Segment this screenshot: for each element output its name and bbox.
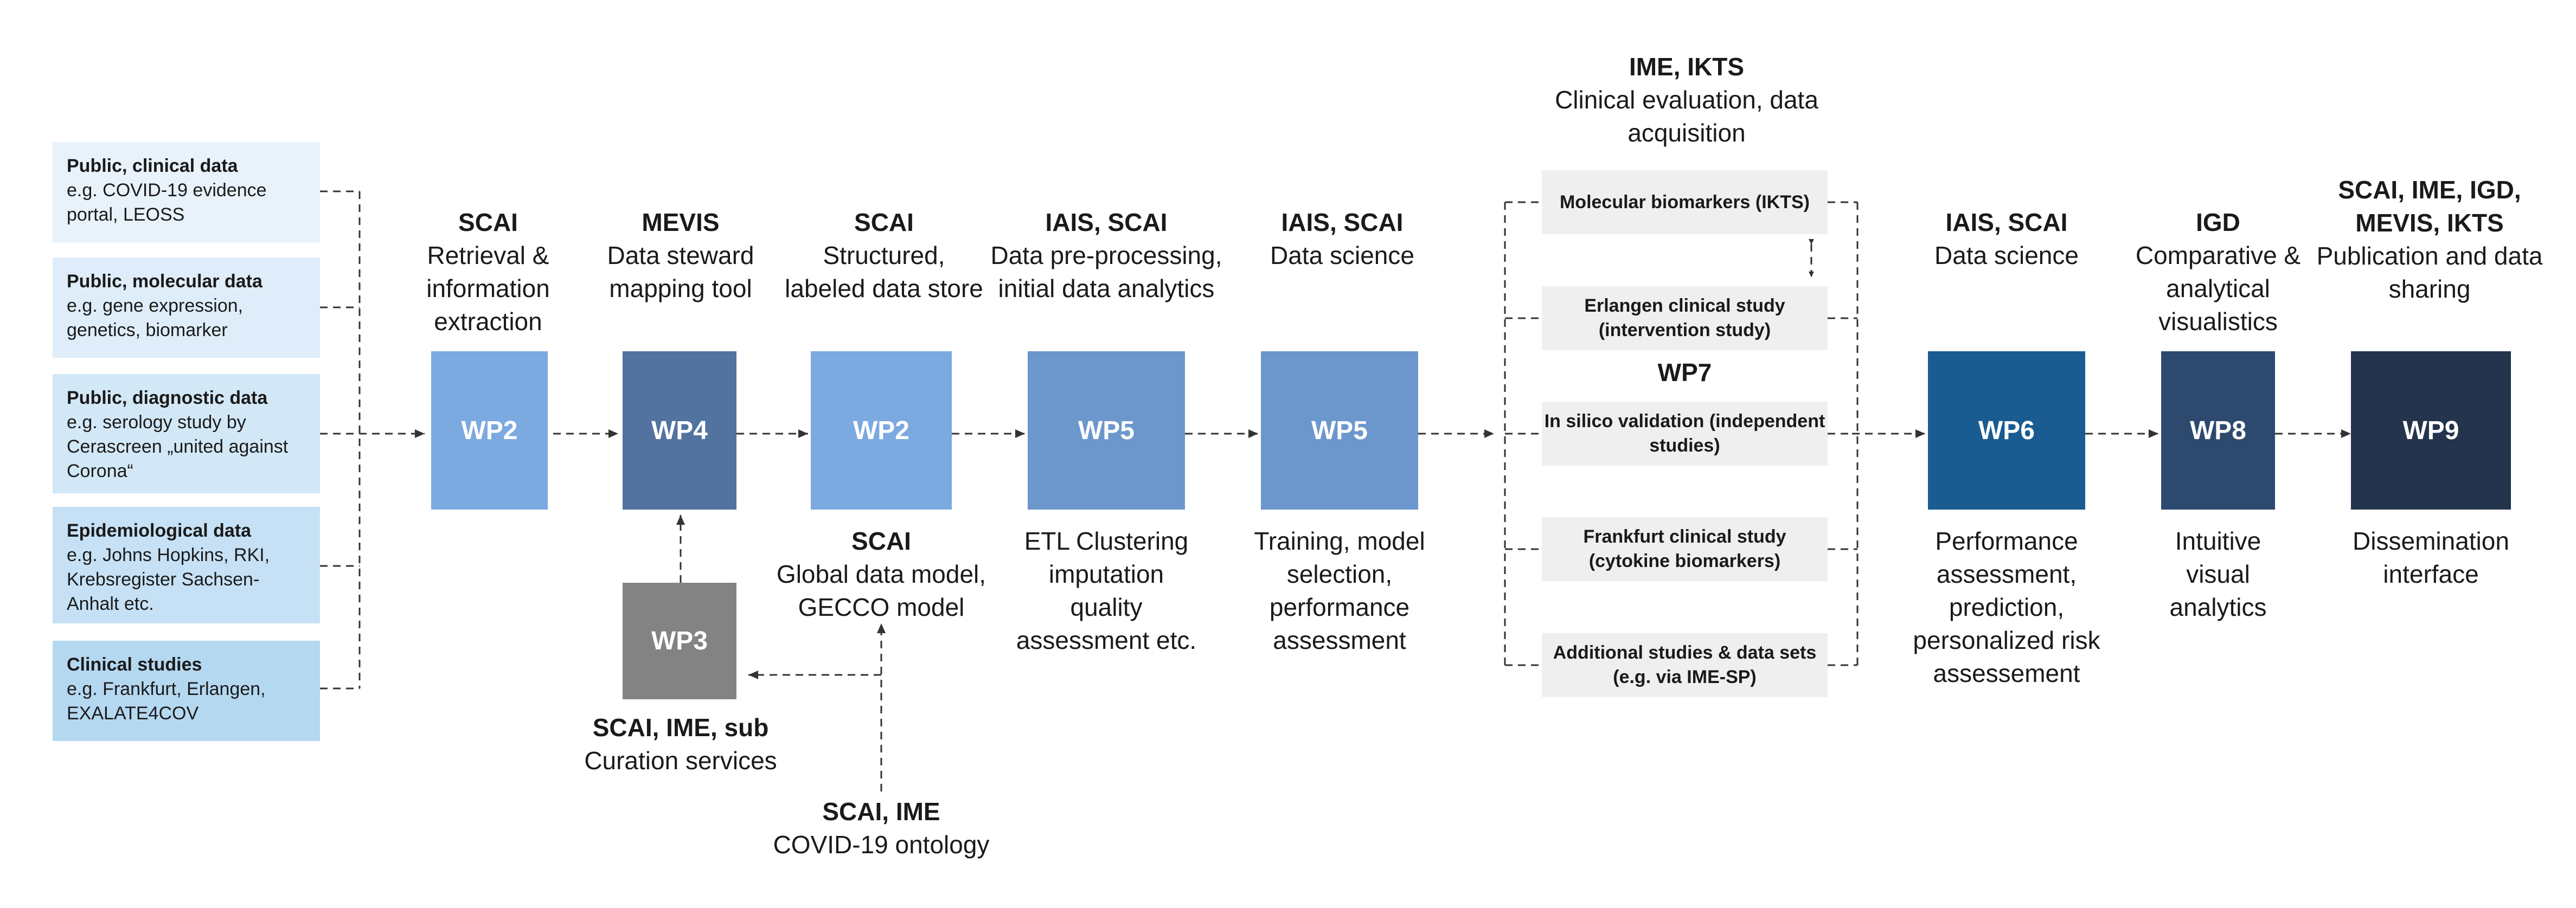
wp7-study-frankfurt[interactable]: Frankfurt clinical study (cytokine bioma… bbox=[1542, 517, 1828, 581]
source-public-clinical: Public, clinical data e.g. COVID-19 evid… bbox=[53, 142, 320, 242]
wp5a-org: IAIS, SCAI bbox=[1045, 208, 1168, 236]
wp4-org: MEVIS bbox=[642, 208, 720, 236]
source-public-diagnostic: Public, diagnostic data e.g. serology st… bbox=[53, 374, 320, 493]
wp7-label: WP7 bbox=[1657, 358, 1712, 387]
wp7-study-molecular-biomarkers[interactable]: Molecular biomarkers (IKTS) bbox=[1542, 170, 1828, 234]
wp6-bottom-label: Performance assessment, prediction, pers… bbox=[1904, 525, 2110, 690]
wp7-study-additional[interactable]: Additional studies & data sets (e.g. via… bbox=[1542, 633, 1828, 697]
source-title: Clinical studies bbox=[67, 654, 202, 675]
wp7-desc: Clinical evaluation, data acquisition bbox=[1555, 86, 1818, 147]
wp7-study-erlangen[interactable]: Erlangen clinical study (intervention st… bbox=[1542, 286, 1828, 350]
wp2b-bottom-desc: Global data model, GECCO model bbox=[776, 560, 986, 621]
wp6-desc: Data science bbox=[1934, 241, 2079, 269]
source-title: Public, molecular data bbox=[67, 271, 262, 292]
wp2a-top-label: SCAI Retrieval & information extraction bbox=[380, 206, 597, 338]
wp2a-desc: Retrieval & information extraction bbox=[426, 241, 550, 336]
wp9-org: SCAI, IME, IGD, MEVIS, IKTS bbox=[2338, 176, 2521, 237]
wp3-desc: Curation services bbox=[584, 746, 777, 775]
wp8-desc: Comparative & analytical visualistics bbox=[2135, 241, 2301, 336]
study-label: In silico validation (independent studie… bbox=[1544, 411, 1825, 456]
wp5a-box[interactable]: WP5 bbox=[1028, 351, 1185, 510]
source-title: Public, diagnostic data bbox=[67, 388, 268, 408]
wp2b-desc: Structured, labeled data store bbox=[785, 241, 983, 302]
source-clinical-studies: Clinical studies e.g. Frankfurt, Erlange… bbox=[53, 641, 320, 741]
wp3-label: WP3 bbox=[651, 627, 708, 655]
source-title: Public, clinical data bbox=[67, 156, 238, 176]
wp9-label: WP9 bbox=[2402, 416, 2459, 445]
wp5b-top-label: IAIS, SCAI Data science bbox=[1236, 206, 1448, 272]
wp8-org: IGD bbox=[2196, 208, 2240, 236]
wp4-label: WP4 bbox=[651, 416, 708, 445]
source-detail: e.g. COVID-19 evidence portal, LEOSS bbox=[67, 180, 267, 225]
ontology-org: SCAI, IME bbox=[822, 797, 940, 826]
ontology-label: SCAI, IME COVID-19 ontology bbox=[748, 795, 1014, 861]
wp9-top-label: SCAI, IME, IGD, MEVIS, IKTS Publication … bbox=[2313, 173, 2546, 306]
wp4-box[interactable]: WP4 bbox=[623, 351, 736, 510]
wp5b-bottom-label: Training, model selection, performance a… bbox=[1228, 525, 1451, 657]
source-epidemiological: Epidemiological data e.g. Johns Hopkins,… bbox=[53, 507, 320, 623]
wp2b-bottom-label: SCAI Global data model, GECCO model bbox=[748, 525, 1014, 624]
wp5a-desc: Data pre-processing, initial data analyt… bbox=[990, 241, 1222, 302]
wp6-box[interactable]: WP6 bbox=[1928, 351, 2085, 510]
study-label: Frankfurt clinical study (cytokine bioma… bbox=[1583, 526, 1786, 571]
wp6-bottom-desc: Performance assessment, prediction, pers… bbox=[1913, 527, 2100, 687]
wp5b-bottom-desc: Training, model selection, performance a… bbox=[1254, 527, 1425, 654]
wp9-bottom-label: Dissemination interface bbox=[2337, 525, 2524, 591]
wp8-top-label: IGD Comparative & analytical visualistic… bbox=[2115, 206, 2321, 338]
wp3-bottom-label: SCAI, IME, sub Curation services bbox=[559, 711, 803, 777]
wp4-desc: Data steward mapping tool bbox=[607, 241, 754, 302]
source-detail: e.g. serology study by Cerascreen „unite… bbox=[67, 412, 289, 481]
wp6-top-label: IAIS, SCAI Data science bbox=[1898, 206, 2115, 272]
wp9-box[interactable]: WP9 bbox=[2351, 351, 2511, 510]
wp5a-top-label: IAIS, SCAI Data pre-processing, initial … bbox=[971, 206, 1242, 305]
wp6-label: WP6 bbox=[1978, 416, 2035, 445]
wp5b-org: IAIS, SCAI bbox=[1281, 208, 1404, 236]
ontology-desc: COVID-19 ontology bbox=[773, 830, 990, 859]
wp5b-box[interactable]: WP5 bbox=[1261, 351, 1418, 510]
study-label: Additional studies & data sets (e.g. via… bbox=[1553, 642, 1817, 687]
wp9-bottom-desc: Dissemination interface bbox=[2353, 527, 2509, 588]
wp5b-label: WP5 bbox=[1311, 416, 1368, 445]
source-title: Epidemiological data bbox=[67, 520, 252, 541]
wp7-top-label: IME, IKTS Clinical evaluation, data acqu… bbox=[1535, 50, 1838, 150]
wp2a-box[interactable]: WP2 bbox=[431, 351, 548, 510]
wp2a-label: WP2 bbox=[461, 416, 518, 445]
wp5a-bottom-label: ETL Clustering imputation quality assess… bbox=[1014, 525, 1199, 657]
wp2b-top-label: SCAI Structured, labeled data store bbox=[784, 206, 984, 305]
wp2b-box[interactable]: WP2 bbox=[811, 351, 952, 510]
study-label: Erlangen clinical study (intervention st… bbox=[1584, 295, 1785, 340]
wp6-org: IAIS, SCAI bbox=[1945, 208, 2068, 236]
wp2b-bottom-org: SCAI bbox=[851, 527, 911, 555]
wp8-label: WP8 bbox=[2189, 416, 2246, 445]
source-detail: e.g. Frankfurt, Erlangen, EXALATE4COV bbox=[67, 679, 266, 724]
wp7-org: IME, IKTS bbox=[1629, 53, 1745, 81]
wp2a-org: SCAI bbox=[458, 208, 518, 236]
wp2b-label: WP2 bbox=[853, 416, 909, 445]
wp5a-bottom-desc: ETL Clustering imputation quality assess… bbox=[1016, 527, 1197, 654]
wp9-desc: Publication and data sharing bbox=[2316, 242, 2543, 303]
wp3-org: SCAI, IME, sub bbox=[592, 713, 769, 742]
source-public-molecular: Public, molecular data e.g. gene express… bbox=[53, 257, 320, 358]
wp8-bottom-label: Intuitive visual analytics bbox=[2150, 525, 2286, 624]
wp2b-org: SCAI bbox=[854, 208, 914, 236]
wp5a-label: WP5 bbox=[1078, 416, 1135, 445]
study-label: Molecular biomarkers (IKTS) bbox=[1559, 191, 1810, 212]
source-detail: e.g. gene expression, genetics, biomarke… bbox=[67, 295, 243, 340]
wp4-top-label: MEVIS Data steward mapping tool bbox=[575, 206, 786, 305]
wp7-study-in-silico[interactable]: In silico validation (independent studie… bbox=[1542, 402, 1828, 466]
wp8-bottom-desc: Intuitive visual analytics bbox=[2169, 527, 2267, 621]
wp8-box[interactable]: WP8 bbox=[2161, 351, 2275, 510]
wp5b-desc: Data science bbox=[1270, 241, 1414, 269]
source-detail: e.g. Johns Hopkins, RKI, Krebsregister S… bbox=[67, 545, 270, 614]
wp3-box[interactable]: WP3 bbox=[623, 583, 736, 699]
